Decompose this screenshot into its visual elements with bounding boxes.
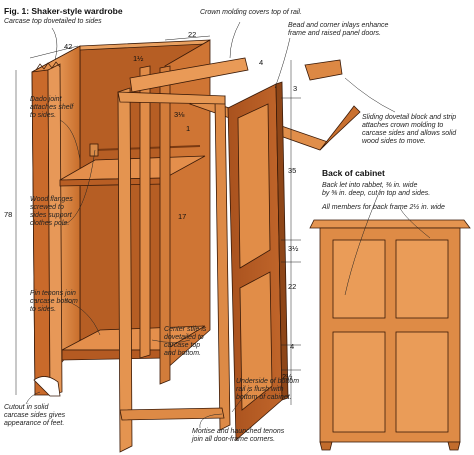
back-crown	[309, 219, 471, 229]
back-foot-right	[447, 441, 461, 451]
dim-depth: 22	[188, 30, 197, 39]
callout-bead-inlays: Bead and corner inlays enhance frame and…	[288, 22, 389, 37]
dimension-lines	[15, 35, 301, 405]
carcase-right-side	[164, 39, 211, 371]
dovetails	[35, 61, 61, 71]
leader-lines	[25, 21, 431, 429]
callout-mortise-tenons: Mortise and haunched tenons join all doo…	[192, 428, 285, 443]
callout-crown-molding: Crown molding covers top of rail.	[200, 9, 302, 16]
dim-door-bottom-rail: 4	[290, 342, 295, 351]
left-door-frame	[117, 87, 231, 453]
dim-door-lower-panel: 22	[288, 282, 297, 291]
callout-cutout: Cutout in solid carcase sides gives appe…	[4, 404, 66, 427]
dim-door-mid-rail: 3½	[288, 244, 299, 253]
sliding-dovetail-block	[304, 59, 343, 81]
back-of-cabinet	[309, 219, 471, 451]
callout-center-stile: Center stile is dovetailed to carcase to…	[164, 326, 207, 357]
back-panel-lr	[395, 331, 449, 433]
dim-width: 42	[64, 42, 73, 51]
figure-title: Fig. 1: Shaker-style wardrobe	[4, 6, 123, 16]
dim-rail-top: 1½	[133, 54, 144, 63]
back-panel-ll	[332, 331, 386, 433]
center-stile	[139, 65, 151, 359]
back-panel-ul	[332, 239, 386, 319]
callout-dado-joint: Dado joint attaches shelf to sides.	[30, 96, 74, 119]
panel-door	[227, 81, 289, 441]
dim-door-top-rail: 4	[259, 58, 264, 67]
pole-flange	[89, 143, 99, 157]
dim-height: 78	[4, 210, 13, 219]
back-foot-left	[319, 441, 333, 451]
callout-wood-flanges: Wood flanges screwed to sides support cl…	[30, 196, 73, 227]
door-edge	[275, 81, 289, 401]
callout-pin-tenons: Pin tenons join carcase bottom to sides.	[30, 290, 78, 313]
callout-back-rabbet: Back let into rabbet, ⅜ in. wide by ⅝ in…	[322, 182, 431, 197]
dim-shelf: 17	[178, 212, 187, 221]
foot-cutout	[33, 376, 61, 397]
inset-title: Back of cabinet	[322, 168, 385, 178]
door-upper-panel	[237, 103, 271, 269]
dim-inset-top: 3⅛	[174, 110, 185, 119]
callout-underside-rail: Underside of bottom rail is flush with b…	[236, 378, 300, 401]
back-panel-ur	[395, 239, 449, 319]
dim-door-upper-panel: 35	[288, 166, 297, 175]
callout-back-frame: All members for back frame 2½ in. wide	[322, 204, 445, 211]
dim-door-top: 3	[293, 84, 298, 93]
callout-sliding-dovetail: Sliding dovetail block and strip attache…	[362, 114, 457, 145]
callout-carcase-top: Carcase top dovetailed to sides	[4, 18, 102, 25]
top-rail	[129, 57, 249, 93]
carcase-front-stile	[47, 63, 63, 396]
crown-molding-return	[319, 105, 361, 151]
door-lower-panel	[239, 271, 273, 411]
dim-inset-mid: 1	[186, 124, 191, 133]
carcase-right-front	[159, 65, 171, 385]
dim-door-bottom: 2½	[282, 372, 293, 381]
